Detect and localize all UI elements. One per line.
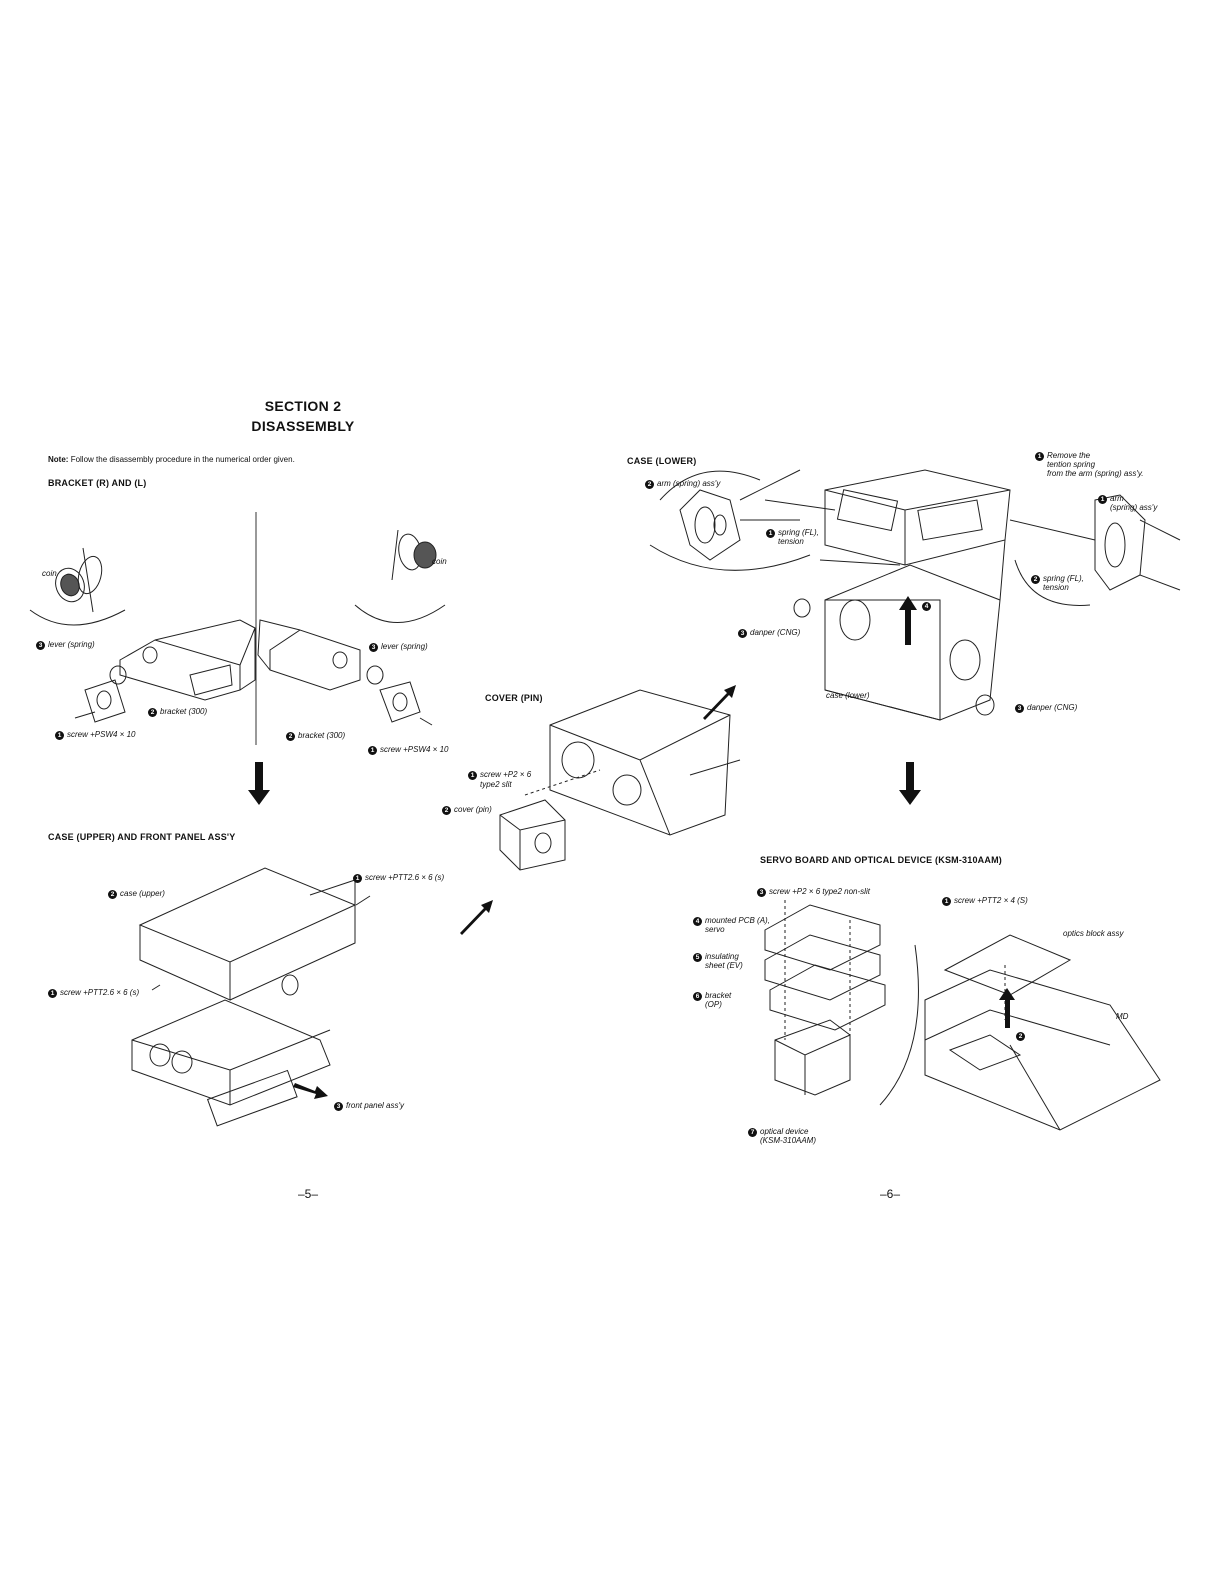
step-badge: 2 bbox=[1016, 1032, 1025, 1041]
page-number-right: –6– bbox=[880, 1187, 901, 1201]
case-upper-drawing bbox=[132, 868, 370, 1126]
label-cover-screw-type: type2 slit bbox=[480, 780, 512, 789]
label-optics: optics block assy bbox=[1063, 929, 1124, 938]
step-badge: 2 bbox=[286, 732, 295, 741]
label-sheet-2: sheet (EV) bbox=[705, 961, 743, 970]
label-case-lower: case (lower) bbox=[826, 691, 870, 700]
bracket-right-drawing bbox=[258, 530, 445, 725]
title-case-upper: CASE (UPPER) AND FRONT PANEL ASS'Y bbox=[48, 832, 236, 842]
step-badge: 4 bbox=[922, 602, 931, 611]
note-line: Note: Follow the disassembly procedure i… bbox=[48, 455, 295, 464]
label-remove-2: tention spring bbox=[1047, 460, 1096, 469]
step-badge: 6 bbox=[693, 992, 702, 1001]
title-servo: SERVO BOARD AND OPTICAL DEVICE (KSM-310A… bbox=[760, 855, 1002, 865]
step-badge: 1 bbox=[48, 989, 57, 998]
label-pcb-2: servo bbox=[705, 925, 725, 934]
bracket-left-drawing bbox=[30, 548, 255, 722]
step-arrow-badge: 2 bbox=[1016, 1031, 1028, 1041]
step-badge: 1 bbox=[368, 746, 377, 755]
section-title: DISASSEMBLY bbox=[251, 418, 355, 434]
step-badge: 1 bbox=[1098, 495, 1107, 504]
step-badge: 1 bbox=[353, 874, 362, 883]
label-arm-right-2: (spring) ass'y bbox=[1110, 503, 1158, 512]
step-badge: 1 bbox=[766, 529, 775, 538]
step-badge: 2 bbox=[1031, 575, 1040, 584]
title-bracket: BRACKET (R) AND (L) bbox=[48, 478, 147, 488]
label-md: MD bbox=[1116, 1012, 1129, 1021]
servo-drawing bbox=[765, 900, 1160, 1130]
label-spring-right-2: tension bbox=[1043, 583, 1069, 592]
note-prefix: Note: bbox=[48, 455, 69, 464]
section-number: SECTION 2 bbox=[264, 398, 342, 414]
title-cover-pin: COVER (PIN) bbox=[485, 693, 543, 703]
step-badge: 1 bbox=[468, 771, 477, 780]
note-text: Follow the disassembly procedure in the … bbox=[70, 455, 295, 464]
case-lower-drawing bbox=[650, 470, 1180, 720]
page-number-left: –5– bbox=[298, 1187, 319, 1201]
step-badge: 1 bbox=[55, 731, 64, 740]
step-badge: 2 bbox=[645, 480, 654, 489]
step-badge: 2 bbox=[108, 890, 117, 899]
step-badge: 4 bbox=[693, 917, 702, 926]
step-badge: 3 bbox=[36, 641, 45, 650]
step-badge: 2 bbox=[442, 806, 451, 815]
step-badge: 1 bbox=[1035, 452, 1044, 461]
label-bracket-op-2: (OP) bbox=[705, 1000, 722, 1009]
step-badge: 3 bbox=[369, 643, 378, 652]
label-remove-3: from the arm (spring) ass'y. bbox=[1047, 469, 1144, 478]
label-coin-left: coin bbox=[42, 569, 57, 578]
flow-arrows bbox=[248, 596, 1015, 1099]
step-badge: 3 bbox=[1015, 704, 1024, 713]
step-badge: 5 bbox=[693, 953, 702, 962]
step-arrow-badge: 4 bbox=[922, 601, 934, 611]
label-optical-2: (KSM-310AAM) bbox=[760, 1136, 817, 1145]
step-badge: 1 bbox=[942, 897, 951, 906]
title-case-lower: CASE (LOWER) bbox=[627, 456, 697, 466]
step-badge: 2 bbox=[148, 708, 157, 717]
step-badge: 7 bbox=[748, 1128, 757, 1137]
step-badge: 3 bbox=[738, 629, 747, 638]
step-badge: 3 bbox=[757, 888, 766, 897]
step-badge: 3 bbox=[334, 1102, 343, 1111]
label-coin-right: coin bbox=[432, 557, 447, 566]
cover-pin-drawing bbox=[500, 690, 740, 870]
label-spring-left-2: tension bbox=[778, 537, 804, 546]
